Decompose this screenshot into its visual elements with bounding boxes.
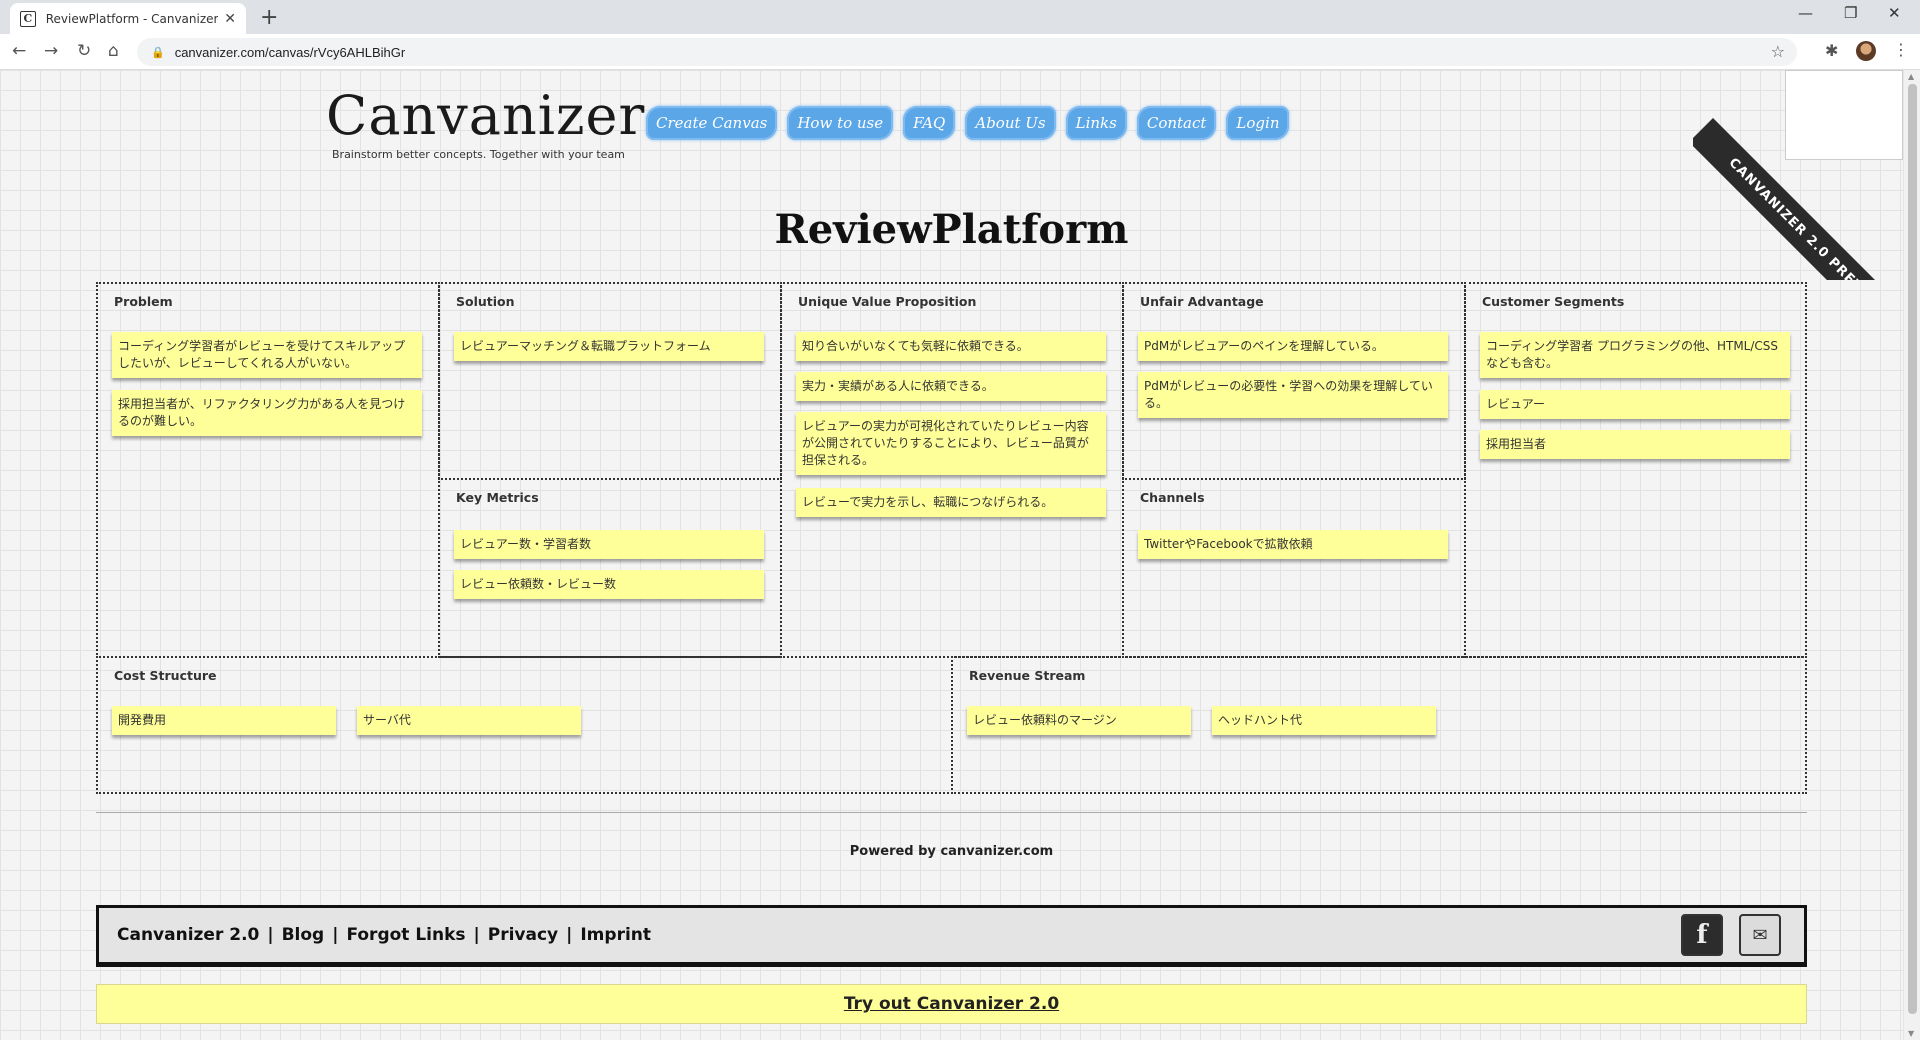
address-bar: ← → ↻ ⌂ 🔒 canvanizer.com/canvas/rVcy6AHL…: [0, 34, 1920, 70]
section-title: Cost Structure: [114, 668, 217, 683]
lean-canvas: Problem コーディング学習者がレビューを受けてスキルアップしたいが、レビュ…: [96, 282, 1807, 794]
sticky-note[interactable]: PdMがレビューの必要性・学習への効果を理解している。: [1138, 372, 1448, 418]
section-unique-value-proposition[interactable]: Unique Value Proposition 知り合いがいなくても気軽に依頼…: [780, 282, 1124, 658]
footer-separator: |: [566, 925, 573, 945]
sticky-note[interactable]: コーディング学習者 プログラミングの他、HTML/CSSなども含む。: [1480, 332, 1790, 378]
nav-create-canvas[interactable]: Create Canvas: [646, 106, 778, 140]
section-title: Revenue Stream: [969, 668, 1086, 683]
section-unfair-advantage[interactable]: Unfair Advantage PdMがレビュアーのペインを理解している。 P…: [1122, 282, 1466, 480]
window-close-icon[interactable]: ✕: [1888, 4, 1901, 22]
sticky-note[interactable]: 実力・実績がある人に依頼できる。: [796, 372, 1106, 401]
canvas-title[interactable]: ReviewPlatform: [774, 206, 1129, 253]
lock-icon: 🔒: [151, 45, 165, 59]
url-text: canvanizer.com/canvas/rVcy6AHLBihGr: [174, 44, 406, 60]
footer-divider: [96, 812, 1807, 813]
sticky-note[interactable]: レビュアー: [1480, 390, 1790, 419]
section-title: Problem: [114, 294, 173, 309]
sticky-note[interactable]: 開発費用: [112, 706, 336, 735]
footer-bar: Canvanizer 2.0 | Blog | Forgot Links | P…: [96, 905, 1807, 967]
sticky-note[interactable]: 採用担当者: [1480, 430, 1790, 459]
main-nav: Create Canvas How to use FAQ About Us Li…: [646, 106, 1290, 140]
sticky-note[interactable]: コーディング学習者がレビューを受けてスキルアップしたいが、レビューしてくれる人が…: [112, 332, 422, 378]
preview-ribbon[interactable]: CANVANIZER 2.0 PREVIEW: [1693, 70, 1903, 280]
section-title: Solution: [456, 294, 515, 309]
section-title: Unique Value Proposition: [798, 294, 977, 309]
footer-link-blog[interactable]: Blog: [281, 925, 325, 945]
browser-tab[interactable]: C ReviewPlatform - Canvanizer - Canvaniz…: [10, 3, 246, 34]
new-tab-icon[interactable]: +: [260, 5, 279, 30]
profile-avatar[interactable]: [1856, 41, 1876, 61]
section-title: Channels: [1140, 490, 1205, 505]
sticky-note[interactable]: サーバ代: [357, 706, 581, 735]
forward-icon[interactable]: →: [44, 41, 59, 61]
section-channels[interactable]: Channels TwitterやFacebookで拡散依頼: [1122, 478, 1466, 658]
section-title: Key Metrics: [456, 490, 539, 505]
section-cost-structure[interactable]: Cost Structure 開発費用 サーバ代: [96, 656, 953, 794]
sticky-note[interactable]: レビュアーマッチング＆転職プラットフォーム: [454, 332, 764, 361]
bookmark-star-icon[interactable]: ☆: [1770, 42, 1785, 61]
try-canvanizer-2-link[interactable]: Try out Canvanizer 2.0: [843, 994, 1060, 1014]
section-key-metrics[interactable]: Key Metrics レビュアー数・学習者数 レビュー依頼数・レビュー数: [438, 478, 782, 658]
footer-separator: |: [332, 925, 339, 945]
sticky-note[interactable]: 採用担当者が、リファクタリング力がある人を見つけるのが難しい。: [112, 390, 422, 436]
sticky-note[interactable]: レビュアーの実力が可視化されていたりレビュー内容が公開されていたりすることにより…: [796, 412, 1106, 475]
powered-by-label: Powered by: [849, 844, 941, 859]
canvanizer-logo[interactable]: Canvanizer: [326, 84, 646, 147]
footer-link-canvanizer-2[interactable]: Canvanizer 2.0: [117, 925, 260, 945]
preview-thumbnail: [1785, 70, 1903, 160]
powered-by: Powered by canvanizer.com: [0, 844, 1903, 859]
section-title: Unfair Advantage: [1140, 294, 1264, 309]
browser-menu-icon[interactable]: ⋮: [1893, 40, 1909, 59]
footer-separator: |: [473, 925, 480, 945]
tagline: Brainstorm better concepts. Together wit…: [332, 148, 625, 161]
tab-close-icon[interactable]: ✕: [224, 10, 236, 27]
footer-link-imprint[interactable]: Imprint: [580, 925, 652, 945]
sticky-note[interactable]: ヘッドハント代: [1212, 706, 1436, 735]
nav-links[interactable]: Links: [1065, 106, 1127, 140]
section-customer-segments[interactable]: Customer Segments コーディング学習者 プログラミングの他、HT…: [1464, 282, 1807, 658]
browser-tab-bar: C ReviewPlatform - Canvanizer - Canvaniz…: [0, 0, 1920, 34]
nav-how-to-use[interactable]: How to use: [787, 106, 894, 140]
url-input[interactable]: 🔒 canvanizer.com/canvas/rVcy6AHLBihGr ☆: [137, 38, 1797, 66]
section-title: Customer Segments: [1482, 294, 1625, 309]
extensions-icon[interactable]: ✱: [1825, 41, 1839, 60]
footer-separator: |: [267, 925, 274, 945]
section-revenue-stream[interactable]: Revenue Stream レビュー依頼料のマージン ヘッドハント代: [951, 656, 1807, 794]
nav-contact[interactable]: Contact: [1136, 106, 1217, 140]
canvanizer-favicon-icon: C: [20, 10, 36, 27]
powered-by-link[interactable]: canvanizer.com: [940, 844, 1054, 859]
footer-link-privacy[interactable]: Privacy: [487, 925, 559, 945]
section-problem[interactable]: Problem コーディング学習者がレビューを受けてスキルアップしたいが、レビュ…: [96, 282, 440, 658]
nav-about-us[interactable]: About Us: [965, 106, 1056, 140]
sticky-note[interactable]: 知り合いがいなくても気軽に依頼できる。: [796, 332, 1106, 361]
sticky-note[interactable]: レビュー依頼数・レビュー数: [454, 570, 764, 599]
nav-login[interactable]: Login: [1226, 106, 1290, 140]
footer-link-forgot-links[interactable]: Forgot Links: [346, 925, 466, 945]
minimize-icon[interactable]: —: [1798, 4, 1813, 22]
back-icon[interactable]: ←: [12, 41, 27, 61]
sticky-note[interactable]: レビューで実力を示し、転職につなげられる。: [796, 488, 1106, 517]
sticky-note[interactable]: レビュー依頼料のマージン: [967, 706, 1191, 735]
reload-icon[interactable]: ↻: [77, 41, 92, 61]
sticky-note[interactable]: PdMがレビュアーのペインを理解している。: [1138, 332, 1448, 361]
section-solution[interactable]: Solution レビュアーマッチング＆転職プラットフォーム: [438, 282, 782, 480]
restore-icon[interactable]: ❐: [1844, 4, 1858, 22]
twitter-bird-icon[interactable]: ✉: [1739, 914, 1781, 956]
home-icon[interactable]: ⌂: [108, 41, 119, 61]
page-content: Canvanizer Brainstorm better concepts. T…: [0, 70, 1903, 1040]
sticky-note[interactable]: TwitterやFacebookで拡散依頼: [1138, 530, 1448, 559]
vertical-scrollbar[interactable]: ▲ ▼: [1903, 70, 1920, 1040]
tryout-banner: Try out Canvanizer 2.0: [96, 984, 1807, 1024]
scroll-thumb[interactable]: [1908, 84, 1917, 1014]
scroll-up-icon[interactable]: ▲: [1908, 72, 1915, 81]
scroll-down-icon[interactable]: ▼: [1908, 1029, 1915, 1038]
nav-faq[interactable]: FAQ: [903, 106, 956, 140]
sticky-note[interactable]: レビュアー数・学習者数: [454, 530, 764, 559]
facebook-icon[interactable]: f: [1681, 914, 1723, 956]
tab-title: ReviewPlatform - Canvanizer - Canvanizer: [45, 11, 219, 26]
